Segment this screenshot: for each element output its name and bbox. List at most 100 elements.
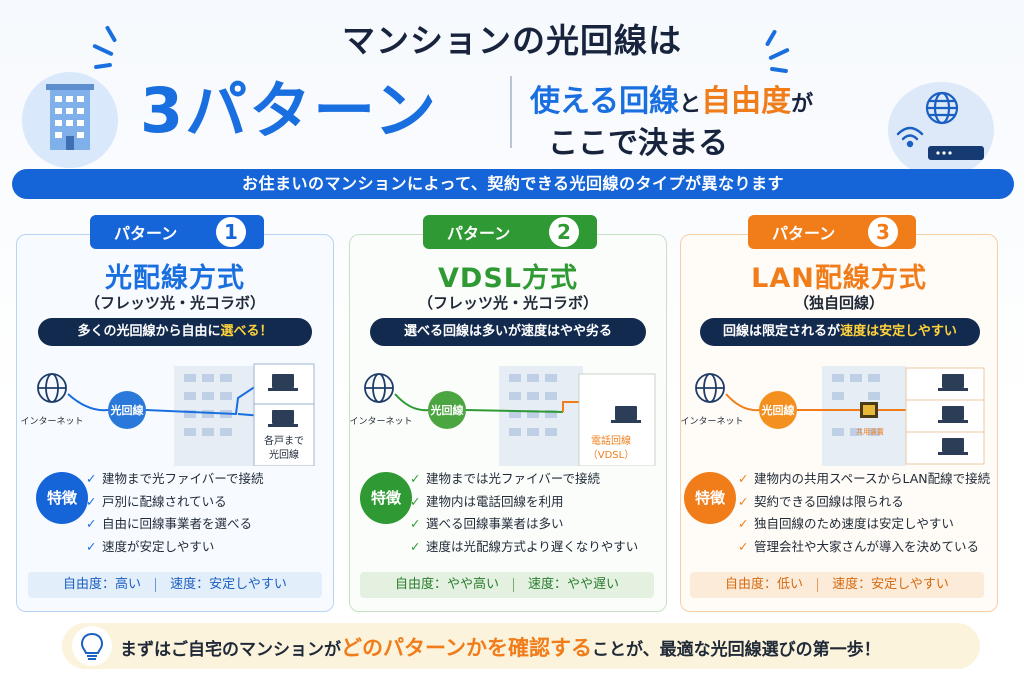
subtitle-line2: ここで決まる (548, 126, 728, 161)
speed-level: 速度：安定しやすい (170, 577, 287, 592)
laptop-icon (938, 406, 968, 423)
internet-label: インターネット (20, 416, 83, 427)
diagram-fiber: インターネット 光回線 各戸まで 光回線 (20, 363, 315, 466)
subtitle-ga: が (791, 92, 814, 117)
feature-item: ✓選べる回線事業者は多い (410, 513, 638, 536)
pill-highlight: 速度は安定しやすい (840, 324, 957, 339)
internet-label: インターネット (680, 416, 743, 427)
laptop-icon (611, 406, 641, 423)
laptop-icon (268, 374, 298, 391)
diagram-note: 各戸まで (264, 434, 304, 447)
router-illustration (888, 82, 994, 178)
laptop-icon (938, 438, 968, 455)
laptop-icon (268, 410, 298, 427)
feature-item: ✓管理会社や大家さんが導入を決めている (738, 536, 990, 559)
spark-left-decoration (92, 25, 132, 70)
freedom-speed-bar: 自由度：高い 速度：安定しやすい (28, 572, 322, 598)
freedom-level: 自由度：やや高い (394, 577, 499, 592)
check-icon: ✓ (86, 538, 97, 554)
pattern-title: LAN配線方式 (751, 263, 927, 294)
laptop-icon (938, 374, 968, 391)
feature-item: ✓建物までは光ファイバーで接続 (410, 468, 638, 491)
pill-text: 多くの光回線から自由に (77, 324, 221, 339)
feature-list: ✓建物まで光ファイバーで接続 ✓戸別に配線されている ✓自由に回線事業者を選べる… (86, 468, 264, 558)
feature-item: ✓契約できる回線は限られる (738, 491, 990, 514)
pattern-summary-pill: 回線は限定されるが速度は安定しやすい (700, 318, 980, 346)
lightbulb-badge (72, 626, 112, 666)
check-icon: ✓ (86, 471, 97, 486)
wifi-icon (896, 126, 924, 148)
speed-level: 速度：やや遅い (528, 577, 620, 592)
pattern-title: 光配線方式 (105, 263, 245, 294)
pattern-tag-label: パターン (114, 224, 178, 243)
diagram-note: （VDSL） (588, 449, 634, 461)
feature-badge: 特徴 (684, 472, 736, 524)
pattern-tag-label: パターン (772, 224, 836, 243)
feature-item: ✓速度は光配線方式より遅くなりやすい (410, 536, 638, 559)
check-icon: ✓ (738, 493, 749, 509)
pattern-tag-2: パターン 2 (423, 215, 597, 249)
globe-icon (364, 373, 394, 403)
feature-badge: 特徴 (360, 472, 412, 524)
pattern-tag-1: パターン 1 (90, 215, 264, 249)
freedom-level: 自由度：高い (63, 577, 142, 592)
title-divider (510, 76, 512, 148)
pattern-number: 1 (216, 217, 246, 247)
check-icon: ✓ (86, 493, 97, 509)
feature-item: ✓速度が安定しやすい (86, 536, 264, 559)
diagram-lan: インターネット 光回線 共用装置 (680, 366, 985, 466)
check-icon: ✓ (410, 538, 421, 554)
pattern-summary-pill: 多くの光回線から自由に選べる！ (38, 318, 312, 346)
tip-text-a: まずはご自宅のマンションが (120, 640, 341, 660)
tip-text: まずはご自宅のマンションがどのパターンかを確認することが、最適な光回線選びの第一… (120, 632, 881, 662)
tip-text-c: ことが、最適な光回線選びの第一歩！ (591, 640, 881, 660)
globe-icon (925, 91, 959, 125)
building-icon (46, 84, 94, 150)
pill-text: 選べる回線は多いが速度はやや劣る (403, 324, 612, 339)
router-icon (928, 146, 984, 160)
subtitle-usable-lines: 使える回線 (530, 84, 680, 119)
freedom-level: 自由度：低い (725, 577, 804, 592)
pattern-tag-label: パターン (447, 224, 511, 243)
subtitle-and: と (679, 92, 702, 117)
pattern-subtitle: （フレッツ光・光コラボ） (84, 294, 265, 312)
speed-level: 速度：安定しやすい (832, 577, 949, 592)
pattern-title: VDSL方式 (438, 263, 578, 294)
tip-box (62, 623, 980, 669)
pill-highlight: 選べる！ (220, 324, 273, 339)
main-title: マンションの光回線は (342, 21, 682, 60)
fiber-line-label: 光回線 (761, 403, 795, 417)
pattern-subtitle: （フレッツ光・光コラボ） (417, 294, 598, 312)
feature-list: ✓建物内の共用スペースからLAN配線で接続 ✓契約できる回線は限られる ✓独自回… (738, 468, 990, 558)
diagram-note: 光回線 (269, 448, 299, 461)
pattern-number: 2 (549, 217, 579, 247)
diagram-note: 電話回線 (591, 434, 631, 447)
check-icon: ✓ (410, 516, 421, 531)
feature-item: ✓建物内は電話回線を利用 (410, 491, 638, 514)
check-icon: ✓ (738, 538, 749, 554)
building-illustration (22, 72, 118, 168)
info-banner: お住まいのマンションによって、契約できる光回線のタイプが異なります (12, 169, 1014, 199)
lightbulb-icon (80, 632, 104, 660)
pattern-subtitle: （独自回線） (793, 294, 884, 312)
freedom-speed-bar: 自由度：やや高い 速度：やや遅い (360, 572, 654, 598)
tip-highlight: どのパターンかを確認する (341, 636, 592, 660)
feature-item: ✓建物内の共用スペースからLAN配線で接続 (738, 468, 990, 491)
pattern-number: 3 (868, 217, 898, 247)
pattern-summary-pill: 選べる回線は多いが速度はやや劣る (370, 318, 646, 346)
check-icon: ✓ (410, 493, 421, 509)
feature-badge: 特徴 (36, 472, 88, 524)
diagram-note: 共用装置 (856, 427, 884, 436)
pill-text: 回線は限定されるが (723, 324, 841, 339)
feature-item: ✓自由に回線事業者を選べる (86, 513, 264, 536)
check-icon: ✓ (738, 516, 749, 531)
internet-label: インターネット (349, 416, 412, 427)
check-icon: ✓ (86, 516, 97, 531)
feature-item: ✓独自回線のため速度は安定しやすい (738, 513, 990, 536)
globe-icon (37, 373, 67, 403)
feature-item: ✓建物まで光ファイバーで接続 (86, 468, 264, 491)
freedom-speed-bar: 自由度：低い 速度：安定しやすい (690, 572, 984, 598)
fiber-line-label: 光回線 (430, 403, 464, 417)
diagram-vdsl: インターネット 光回線 電話回線 （VDSL） (349, 366, 656, 466)
globe-icon (695, 373, 725, 403)
